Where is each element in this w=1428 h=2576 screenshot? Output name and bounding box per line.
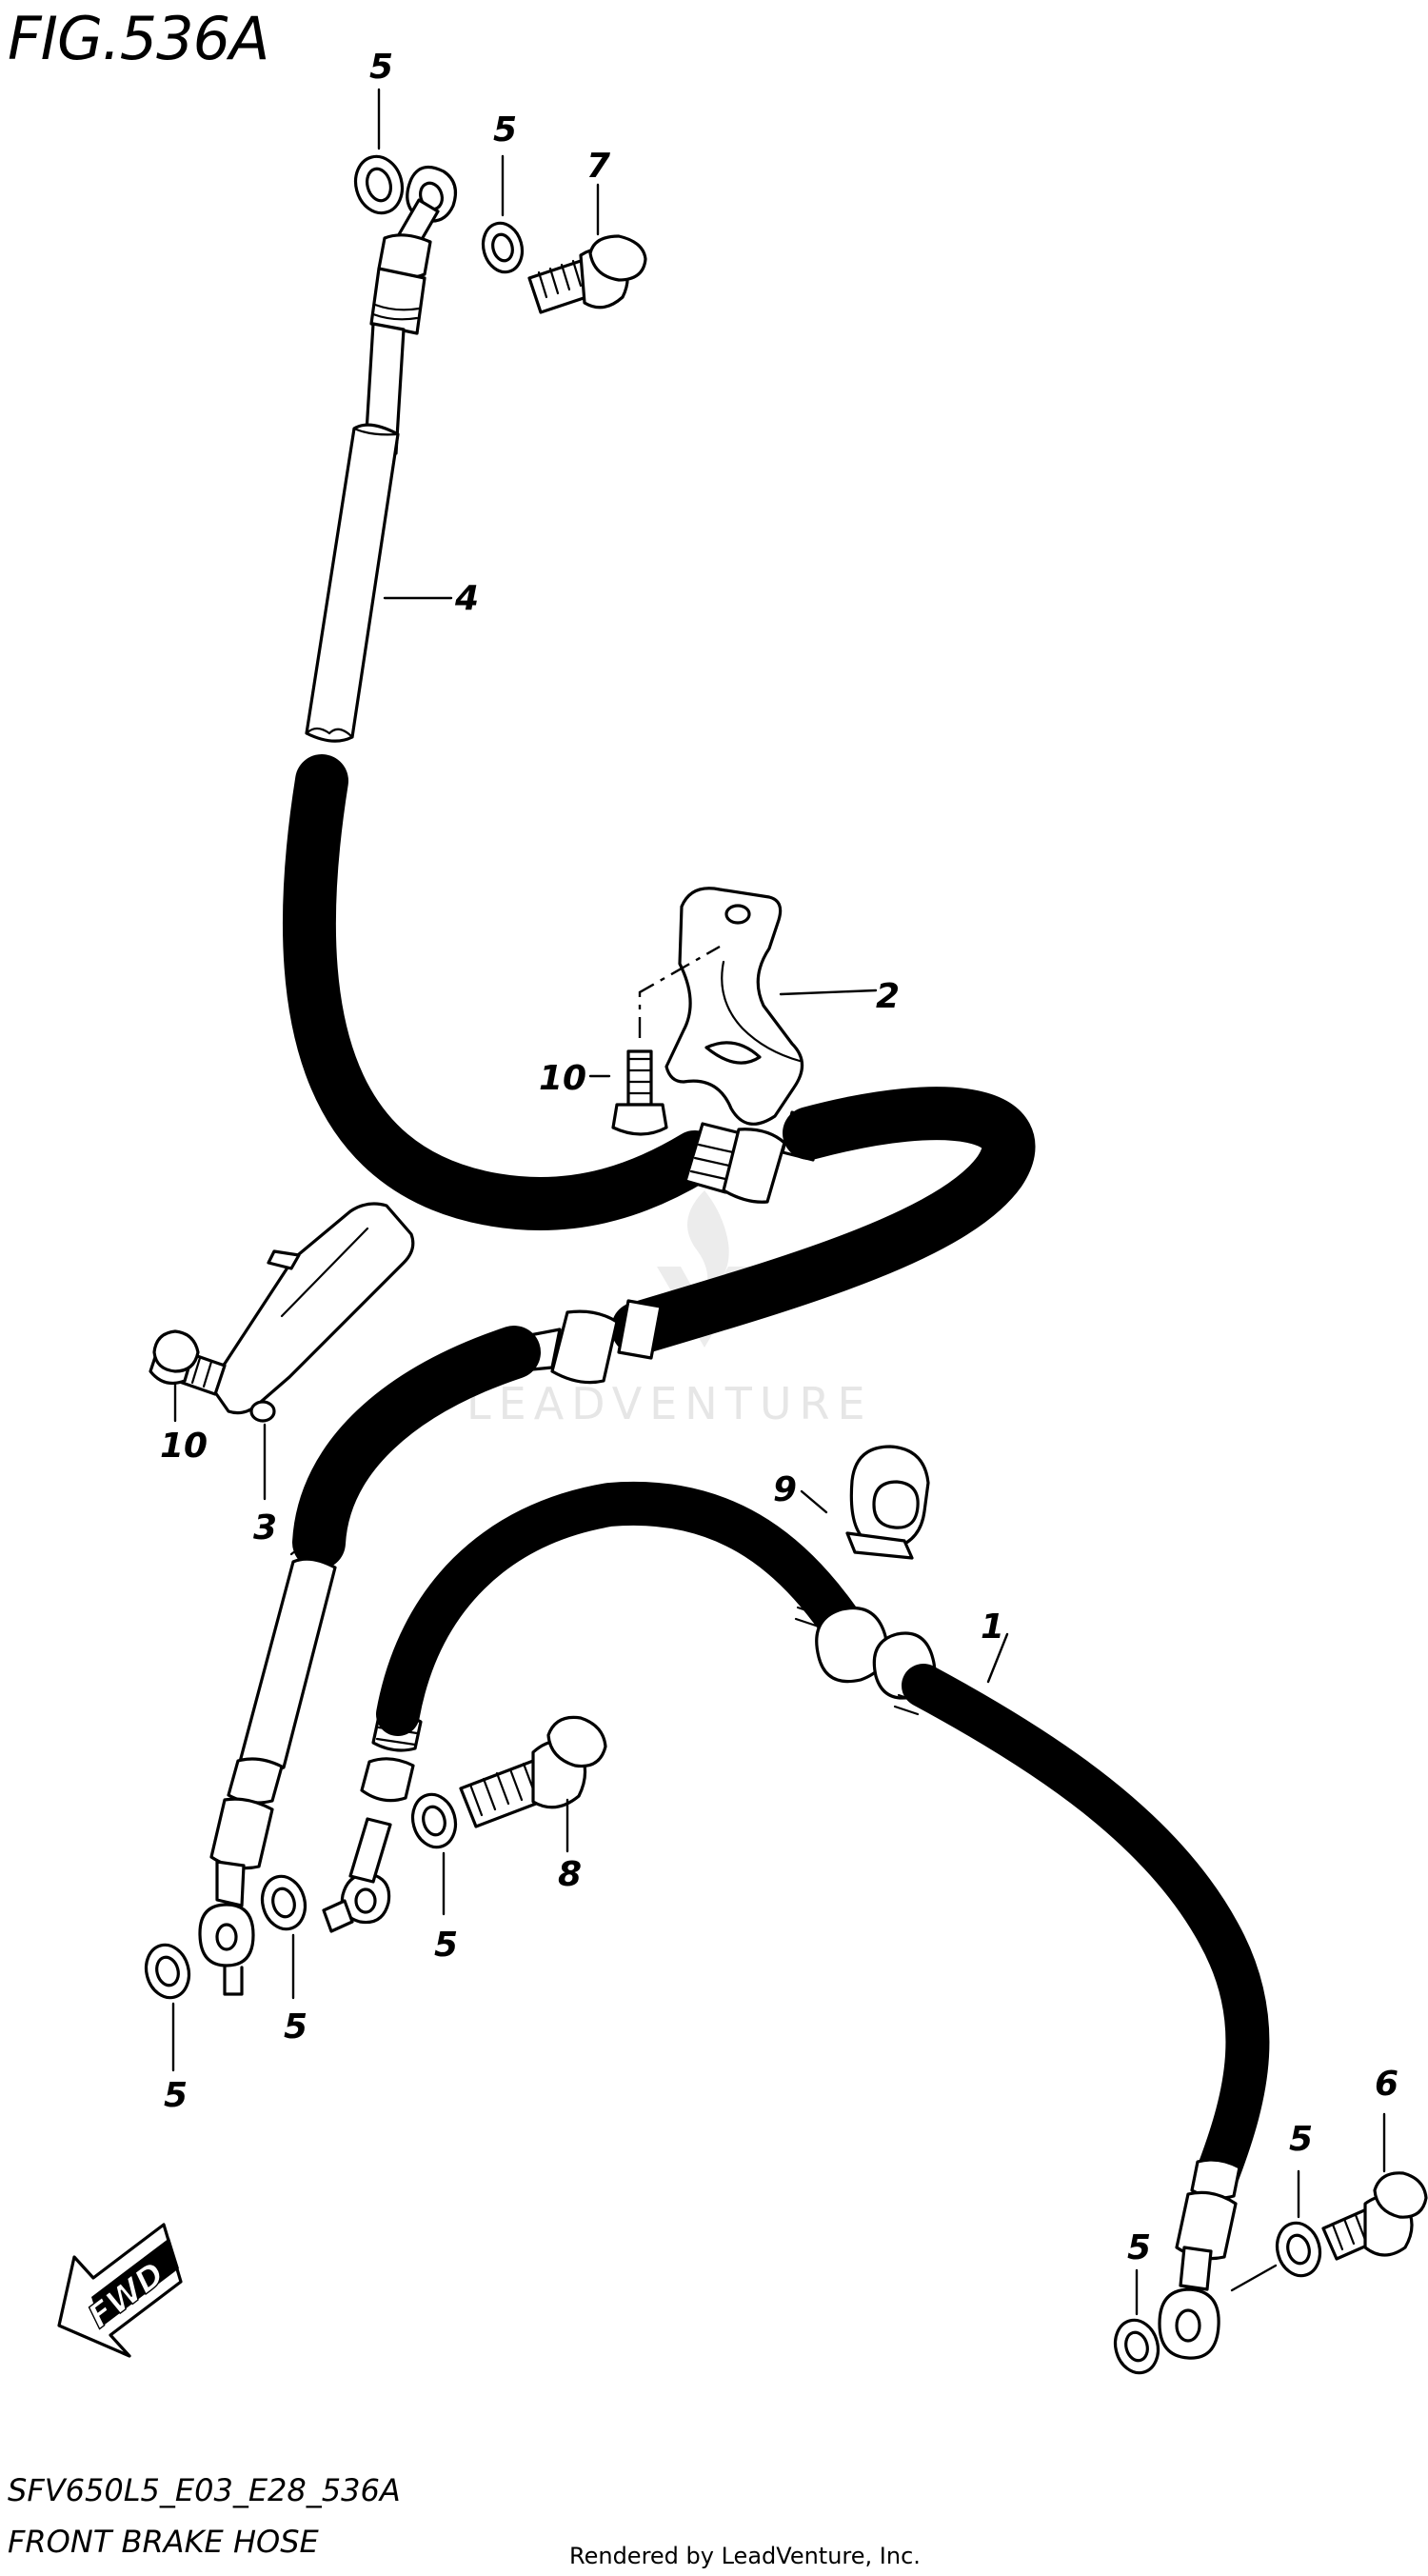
- callout-5-top-left: 5: [369, 48, 393, 87]
- hose-lower-left: [198, 1326, 541, 1996]
- washer-5e: [410, 1792, 458, 1849]
- callout-5-top-right: 5: [493, 110, 517, 150]
- bracket-3: [211, 1202, 415, 1423]
- callout-5-lower-left: 5: [164, 2076, 188, 2115]
- leader-lines: [171, 88, 1386, 2316]
- washer-5a: [353, 154, 405, 215]
- callout-3: 3: [253, 1508, 277, 1548]
- joint2-grommet: [550, 1309, 619, 1385]
- hose-nut-hose1-left: [360, 1757, 415, 1803]
- callout-5-lower-right: 5: [434, 1926, 458, 1965]
- fwd-arrow: FWD: [57, 2223, 183, 2358]
- watermark: LEADVENTURE: [466, 1190, 873, 1429]
- callout-10-lower: 10: [160, 1427, 208, 1466]
- washer-5g: [1275, 2221, 1322, 2278]
- callout-1: 1: [981, 1608, 1004, 1647]
- bracket-2: [664, 887, 804, 1126]
- joint2-collar: [617, 1299, 663, 1360]
- hose-1: [322, 1481, 1270, 2360]
- bracket-3-plate: [211, 1202, 415, 1415]
- bracket-2-plate: [664, 887, 804, 1126]
- bolt-8: [459, 1715, 607, 1828]
- banjo-neck-lower-left: [215, 1860, 246, 1907]
- callout-9: 9: [773, 1470, 797, 1509]
- figure-caption: FRONT BRAKE HOSE: [8, 2524, 320, 2560]
- hose-4-sleeve: [305, 423, 400, 743]
- model-code: SFV650L5_E03_E28_536A: [8, 2472, 401, 2508]
- callout-7: 7: [586, 147, 610, 186]
- watermark-flame-icon: [687, 1190, 729, 1295]
- callout-10-upper: 10: [539, 1059, 586, 1098]
- bolt-10-upper-head: [611, 1103, 668, 1136]
- callout-5-lower-mid: 5: [284, 2007, 307, 2047]
- leader-dash-bracket-2: [638, 945, 721, 1038]
- washers: [144, 154, 1322, 2375]
- washer-5c: [144, 1943, 191, 2000]
- banjo-neck-hose1-left: [348, 1817, 392, 1884]
- rendered-by: Rendered by LeadVenture, Inc.: [569, 2543, 921, 2569]
- bracket-2-hole: [724, 904, 751, 925]
- clamp-9: [845, 1445, 930, 1560]
- callout-8: 8: [558, 1855, 582, 1894]
- washer-5f: [1113, 2318, 1160, 2375]
- crimp-ferrule-lower-left: [227, 1757, 284, 1805]
- callout-2: 2: [876, 977, 900, 1016]
- hose1-grommet: [815, 1607, 889, 1684]
- bolt-7: [527, 234, 647, 314]
- bolt-10-lower: [149, 1329, 227, 1396]
- washer-5b: [481, 221, 525, 274]
- bolt-10-upper: [611, 1049, 668, 1136]
- watermark-text: LEADVENTURE: [466, 1378, 873, 1429]
- callout-4: 4: [454, 579, 479, 618]
- washer-5d: [260, 1874, 307, 1931]
- hose-nut-lower-left: [209, 1797, 274, 1870]
- bolt-6: [1321, 2171, 1428, 2261]
- banjo-neck-hose1-right: [1179, 2246, 1213, 2291]
- hose-lower-sleeve: [238, 1557, 337, 1772]
- figure-title: FIG.536A: [8, 4, 268, 73]
- callout-6: 6: [1375, 2065, 1398, 2104]
- hose-4: [282, 165, 722, 1230]
- callout-5-caliper-left: 5: [1127, 2228, 1151, 2267]
- bracket-3-hole: [249, 1400, 276, 1423]
- callout-5-caliper-right: 5: [1289, 2120, 1313, 2159]
- callout-labels: 1 2 3 4 5 5 5 5 5 5 5 6 7 8 9 10 10: [160, 48, 1398, 2267]
